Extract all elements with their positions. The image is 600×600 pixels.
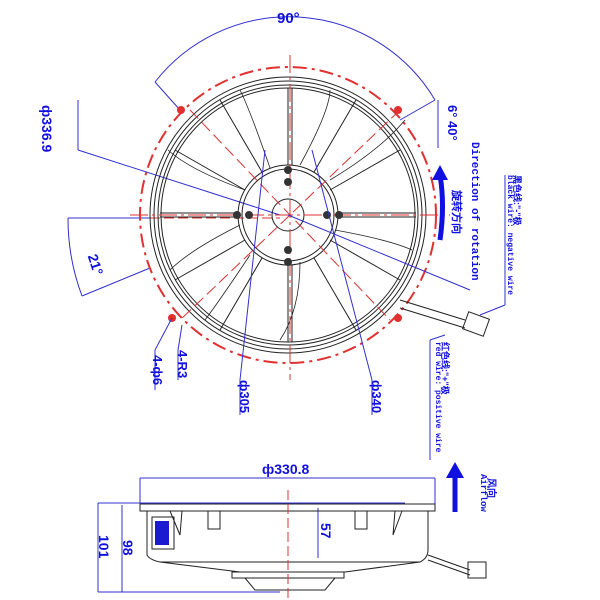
rotation-en-label: Direction of rotation bbox=[468, 142, 480, 281]
depth-label: 57 bbox=[318, 523, 334, 539]
airflow-en-label: Airflow bbox=[478, 474, 488, 512]
dia-outer-label: ф336.9 bbox=[39, 105, 55, 153]
holes-label: 4-ф6 bbox=[150, 355, 165, 386]
red-wire-en-label: red wire: positive wire bbox=[433, 342, 442, 453]
radius-label: 4-R3 bbox=[175, 350, 190, 379]
dia-305-label: ф305 bbox=[237, 380, 252, 414]
front-view bbox=[67, 16, 506, 460]
side-view bbox=[97, 462, 487, 600]
angle-top-label: 90° bbox=[277, 10, 300, 27]
dia-340-label: ф340 bbox=[369, 380, 384, 414]
dia-width-label: ф330.8 bbox=[262, 461, 310, 477]
black-wire-en-label: black wire: negative wire bbox=[505, 175, 514, 296]
angle-right-label: 6° 40° bbox=[445, 105, 460, 141]
height-body-label: 98 bbox=[120, 540, 136, 556]
height-total-label: 101 bbox=[96, 535, 112, 559]
rotation-cn-label: 旋转方向 bbox=[450, 190, 462, 234]
